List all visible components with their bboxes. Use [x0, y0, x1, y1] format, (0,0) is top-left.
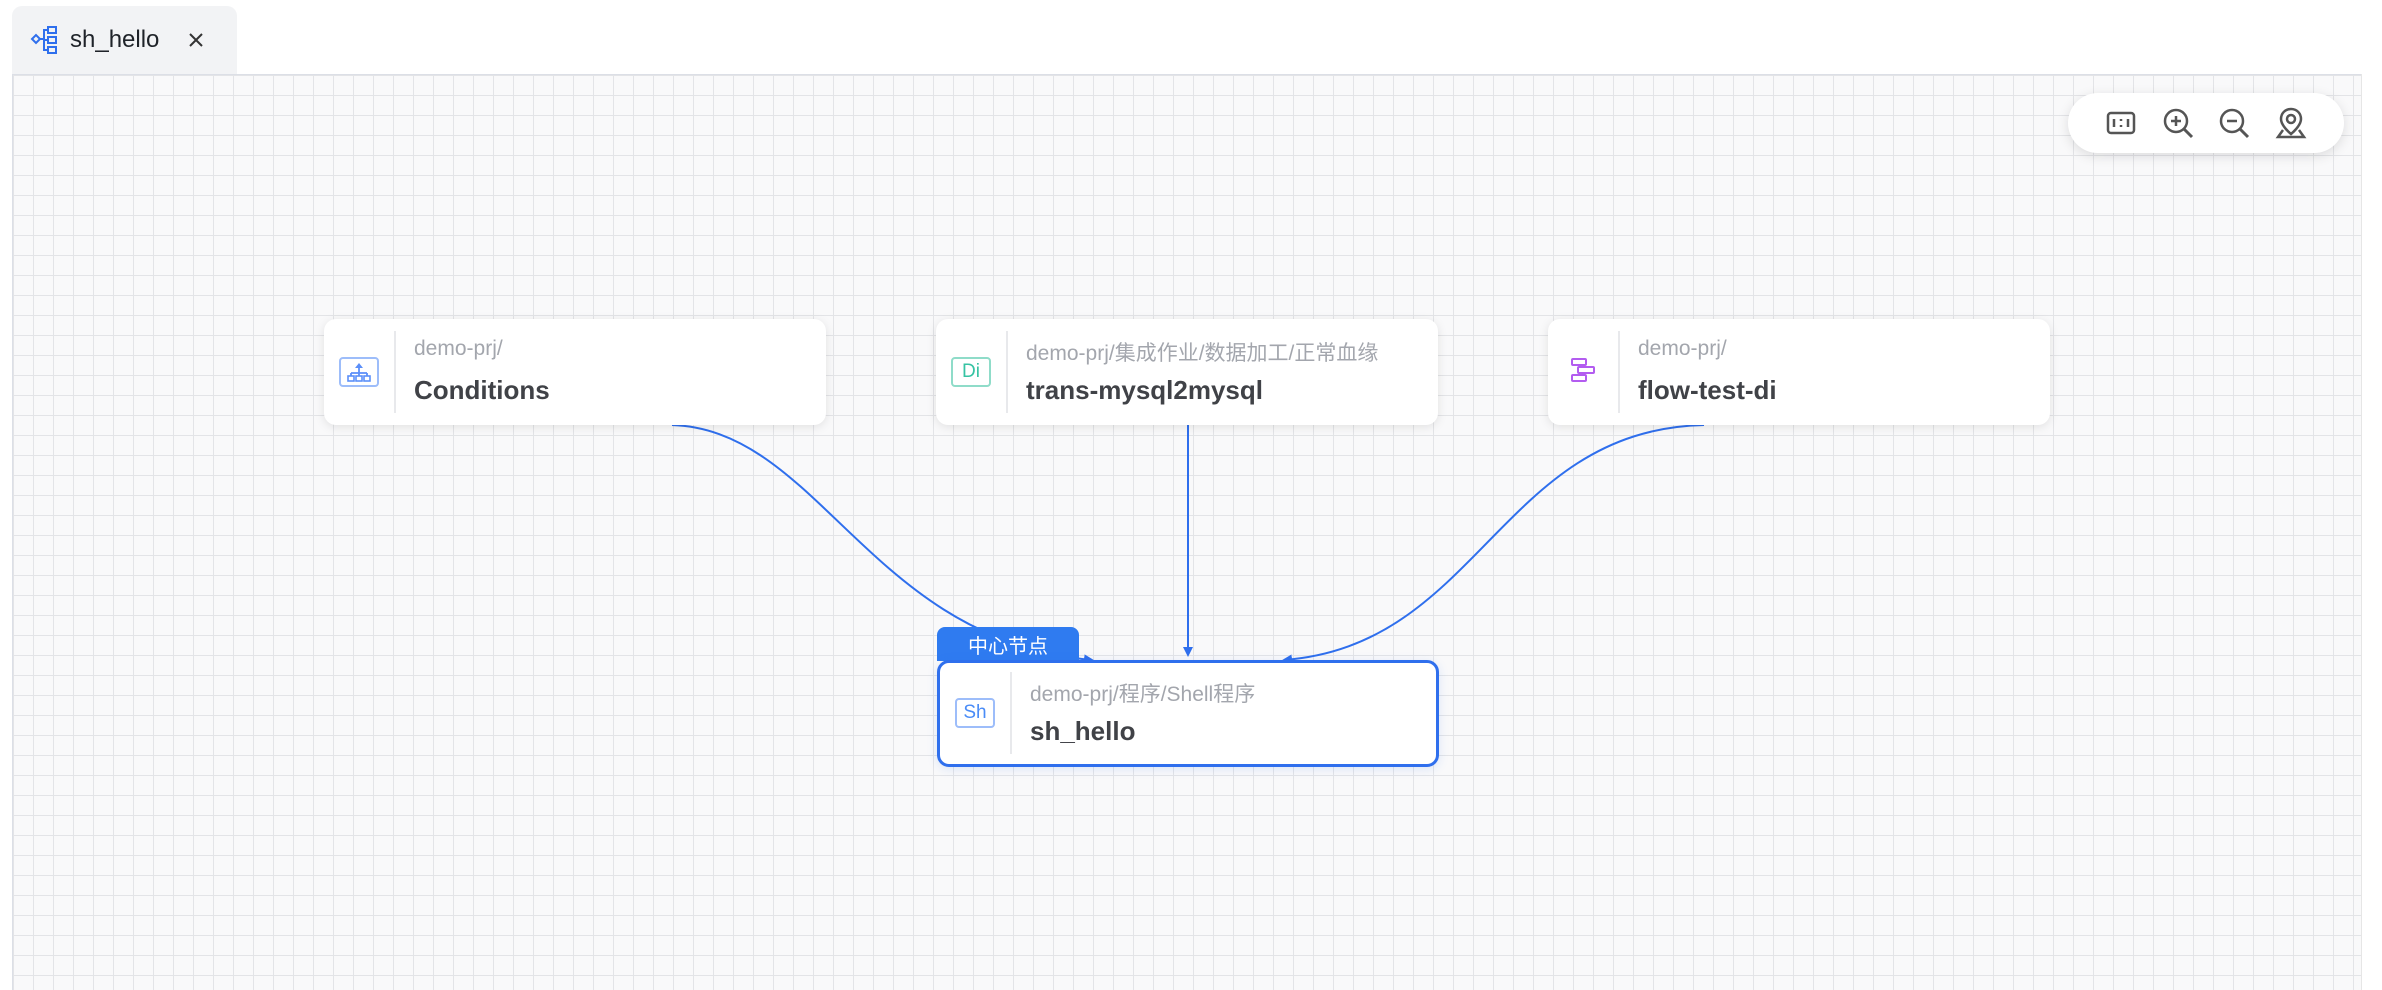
locate-icon[interactable]: [2271, 103, 2311, 143]
di-type-badge: Di: [951, 357, 991, 387]
canvas-toolbar: [2068, 93, 2344, 153]
node-path: demo-prj/: [1638, 337, 1727, 360]
tab-sh-hello[interactable]: sh_hello: [12, 6, 237, 74]
sh-type-badge: Sh: [955, 698, 995, 728]
node-path: demo-prj/: [414, 337, 503, 360]
node-name: Conditions: [414, 375, 550, 405]
node-name: flow-test-di: [1638, 375, 1777, 405]
node-trans-mysql2mysql[interactable]: Di demo-prj/集成作业/数据加工/正常血缘 trans-mysql2m…: [936, 319, 1438, 425]
tab-bar: sh_hello: [0, 0, 2382, 74]
node-sh-hello-center[interactable]: Sh demo-prj/程序/Shell程序 sh_hello: [937, 660, 1439, 767]
workflow-icon: [1569, 356, 1597, 389]
fit-view-icon[interactable]: [2101, 103, 2141, 143]
node-flow-test-di[interactable]: demo-prj/ flow-test-di: [1548, 319, 2050, 425]
node-name: sh_hello: [1030, 716, 1136, 746]
center-node-tag: 中心节点: [937, 627, 1079, 661]
conditions-icon: [339, 357, 379, 387]
node-name: trans-mysql2mysql: [1026, 375, 1263, 405]
node-conditions[interactable]: demo-prj/ Conditions: [324, 319, 826, 425]
node-path: demo-prj/集成作业/数据加工/正常血缘: [1026, 342, 1379, 365]
close-icon[interactable]: [183, 27, 209, 53]
tab-title: sh_hello: [70, 26, 160, 53]
vertical-scrollbar[interactable]: [2361, 74, 2382, 990]
zoom-in-icon[interactable]: [2158, 103, 2198, 143]
node-path: demo-prj/程序/Shell程序: [1030, 683, 1256, 706]
lineage-canvas[interactable]: [12, 74, 2362, 990]
zoom-out-icon[interactable]: [2214, 103, 2254, 143]
lineage-tree-icon: [30, 25, 60, 55]
